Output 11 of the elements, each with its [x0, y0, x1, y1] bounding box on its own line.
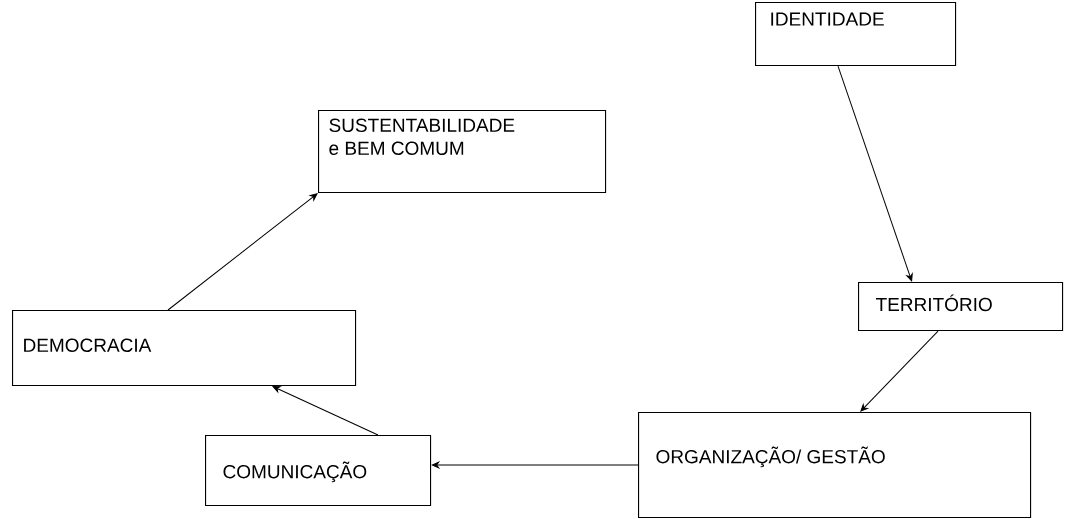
text-box: ORGANIZAÇÃO/ GESTÃO [638, 412, 1032, 519]
arrow [837, 65, 913, 282]
text-box: IDENTIDADE [755, 2, 957, 67]
text-box: TERRITÓRIO [858, 282, 1064, 332]
arrow [167, 193, 318, 311]
arrow [272, 386, 379, 436]
text-box: COMUNICAÇÃO [205, 435, 432, 507]
arrow [431, 461, 639, 469]
text-box: SUSTENTABILIDADE e BEM COMUM [318, 110, 607, 194]
text-box: DEMOCRACIA [12, 310, 357, 387]
arrow [860, 330, 939, 412]
